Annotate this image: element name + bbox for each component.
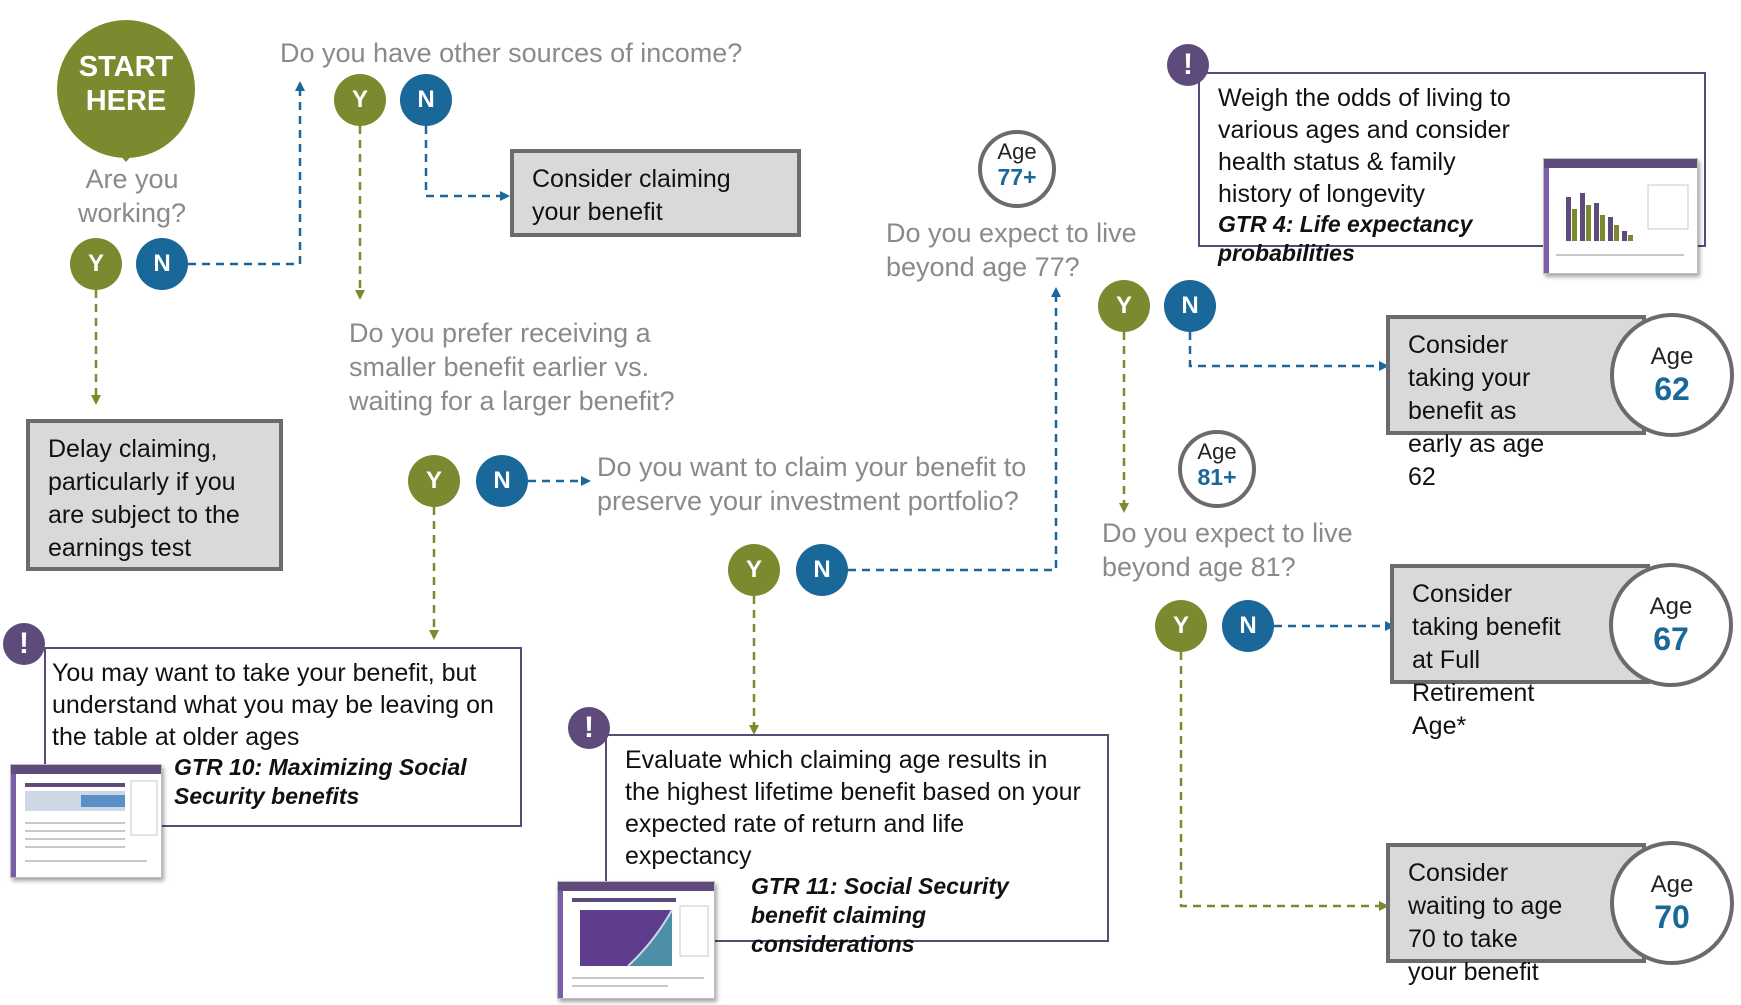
- note-leaving-table-text: You may want to take your benefit, but u…: [52, 659, 494, 751]
- connector-income-no: [424, 126, 510, 201]
- age-67-label: Age: [1649, 593, 1693, 620]
- note-evaluate-text: Evaluate which claiming age results in t…: [625, 746, 1081, 870]
- outcome-take-fra: Consider taking benefit at Full Retireme…: [1390, 564, 1650, 740]
- question-preserve-portfolio: Do you want to claim your benefit to pre…: [597, 452, 1027, 516]
- age-81-badge: Age 81+: [1178, 430, 1256, 508]
- age-77-label: Age: [997, 139, 1037, 164]
- exclamation-icon: !: [3, 623, 45, 665]
- note-life-expectancy-text: Weigh the odds of living to various ages…: [1218, 84, 1511, 208]
- prefer-yes: Y: [408, 455, 460, 507]
- prefer-no: N: [476, 455, 528, 507]
- exclamation-icon: !: [1167, 44, 1209, 86]
- income-no: N: [400, 74, 452, 126]
- age-70-badge: Age 70: [1610, 841, 1734, 965]
- age-77-badge: Age 77+: [978, 130, 1056, 208]
- age-67-badge: Age 67: [1609, 563, 1733, 687]
- outcome-delay-claiming: Delay claiming, particularly if you are …: [26, 419, 283, 571]
- note-life-expectancy-ref: GTR 4: Life expectancy probabilities: [1218, 211, 1473, 266]
- live77-yes: Y: [1098, 280, 1150, 332]
- age-62-value: 62: [1654, 371, 1690, 407]
- question-other-income: Do you have other sources of income?: [280, 38, 743, 68]
- live77-no: N: [1164, 280, 1216, 332]
- connector-working-no: [188, 81, 305, 266]
- live81-yes: Y: [1155, 600, 1207, 652]
- exclamation-icon: !: [568, 707, 610, 749]
- age-70-value: 70: [1654, 899, 1690, 935]
- age-62-badge: Age 62: [1610, 313, 1734, 437]
- age-70-label: Age: [1650, 871, 1694, 898]
- connector-live81-yes: [1179, 652, 1389, 911]
- gtr4-thumbnail: [1543, 158, 1698, 274]
- connector-portfolio-no: [848, 287, 1061, 572]
- outcome-consider-claiming: Consider claiming your benefit: [510, 149, 801, 237]
- gtr11-thumbnail: [557, 881, 715, 999]
- age-67-value: 67: [1653, 621, 1689, 657]
- start-line1: START: [78, 51, 174, 83]
- question-working: Are you working?: [77, 164, 187, 228]
- outcome-wait-70: Consider waiting to age 70 to take your …: [1386, 843, 1646, 986]
- age-62-label: Age: [1650, 343, 1694, 370]
- age-81-label: Age: [1197, 439, 1237, 464]
- question-live-81: Do you expect to live beyond age 81?: [1102, 518, 1353, 582]
- age-81-value: 81+: [1197, 464, 1237, 490]
- portfolio-no: N: [796, 544, 848, 596]
- live81-no: N: [1222, 600, 1274, 652]
- start-here-bubble: START HERE: [57, 20, 195, 158]
- working-yes: Y: [70, 238, 122, 290]
- working-no: N: [136, 238, 188, 290]
- income-yes: Y: [334, 74, 386, 126]
- question-live-77: Do you expect to live beyond age 77?: [886, 218, 1137, 282]
- note-leaving-table-ref: GTR 10: Maximizing Social Security benef…: [174, 754, 467, 809]
- connector-live77-no: [1188, 332, 1389, 371]
- question-prefer-smaller: Do you prefer receiving a smaller benefi…: [349, 318, 675, 416]
- outcome-take-early: Consider taking your benefit as early as…: [1386, 315, 1646, 491]
- gtr10-thumbnail: [10, 764, 162, 878]
- portfolio-yes: Y: [728, 544, 780, 596]
- note-evaluate-ref: GTR 11: Social Security benefit claiming…: [751, 873, 1009, 957]
- start-line2: HERE: [85, 85, 167, 117]
- age-77-value: 77+: [997, 164, 1037, 190]
